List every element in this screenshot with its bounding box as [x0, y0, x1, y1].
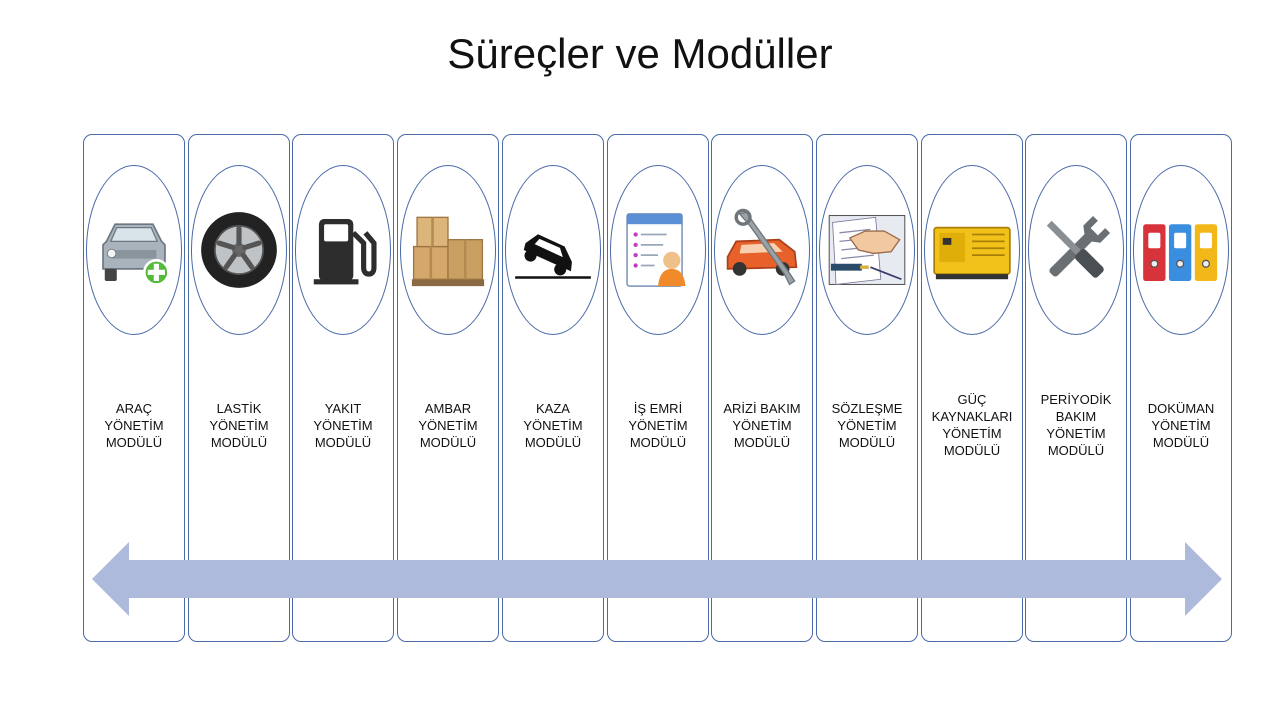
module-card[interactable]: PERİYODİK BAKIM YÖNETİM MODÜLÜ — [1025, 134, 1127, 642]
module-card[interactable]: AMBAR YÖNETİM MODÜLÜ — [397, 134, 499, 642]
car-crash-icon — [515, 234, 591, 279]
module-card[interactable]: YAKIT YÖNETİM MODÜLÜ — [292, 134, 394, 642]
module-card[interactable]: KAZA YÖNETİM MODÜLÜ — [502, 134, 604, 642]
module-label: YAKIT YÖNETİM MODÜLÜ — [313, 400, 373, 450]
icon-frame — [191, 165, 287, 335]
module-card[interactable]: GÜÇ KAYNAKLARI YÖNETİM MODÜLÜ — [921, 134, 1023, 642]
tools-icon — [1046, 215, 1111, 278]
module-label: KAZA YÖNETİM MODÜLÜ — [523, 400, 583, 450]
tire-icon — [201, 212, 277, 288]
binders-icon — [1143, 224, 1218, 281]
module-label: DOKÜMAN YÖNETİM MODÜLÜ — [1147, 400, 1215, 450]
work-order-icon — [626, 213, 686, 287]
icon-frame — [1028, 165, 1124, 335]
boxes-icon — [411, 216, 485, 287]
car-add-icon — [102, 223, 170, 286]
double-arrow — [92, 542, 1222, 616]
module-card[interactable]: ARAÇ YÖNETİM MODÜLÜ — [83, 134, 185, 642]
module-label: LASTİK YÖNETİM MODÜLÜ — [209, 400, 269, 450]
page-title: Süreçler ve Modüller — [447, 30, 833, 77]
module-label: ARAÇ YÖNETİM MODÜLÜ — [104, 400, 164, 450]
module-label: PERİYODİK BAKIM YÖNETİM MODÜLÜ — [1040, 392, 1112, 458]
module-label: AMBAR YÖNETİM MODÜLÜ — [418, 400, 478, 450]
module-label: İŞ EMRİ YÖNETİM MODÜLÜ — [628, 400, 688, 450]
module-card[interactable]: DOKÜMAN YÖNETİM MODÜLÜ — [1130, 134, 1232, 642]
module-card[interactable]: ARİZİ BAKIM YÖNETİM MODÜLÜ — [711, 134, 813, 642]
icon-frame — [295, 165, 391, 335]
module-label: SÖZLEŞME YÖNETİM MODÜLÜ — [831, 400, 903, 450]
module-card[interactable]: SÖZLEŞME YÖNETİM MODÜLÜ — [816, 134, 918, 642]
icon-frame — [86, 165, 182, 335]
module-card[interactable]: İŞ EMRİ YÖNETİM MODÜLÜ — [607, 134, 709, 642]
generator-icon — [933, 226, 1011, 280]
fuel-pump-icon — [313, 219, 377, 285]
icon-frame — [924, 165, 1020, 335]
icon-frame — [1133, 165, 1229, 335]
icon-frame — [714, 165, 810, 335]
car-repair-icon — [726, 208, 798, 286]
contract-handshake-icon — [828, 215, 906, 285]
icon-frame — [610, 165, 706, 335]
module-card[interactable]: LASTİK YÖNETİM MODÜLÜ — [188, 134, 290, 642]
icon-frame — [400, 165, 496, 335]
module-list: ARAÇ YÖNETİM MODÜLÜ LASTİK YÖNETİM MODÜL… — [83, 134, 1232, 642]
icon-frame — [819, 165, 915, 335]
module-label: ARİZİ BAKIM YÖNETİM MODÜLÜ — [723, 400, 801, 450]
icon-frame — [505, 165, 601, 335]
double-arrow-shape — [92, 542, 1222, 616]
module-label: GÜÇ KAYNAKLARI YÖNETİM MODÜLÜ — [931, 392, 1013, 458]
